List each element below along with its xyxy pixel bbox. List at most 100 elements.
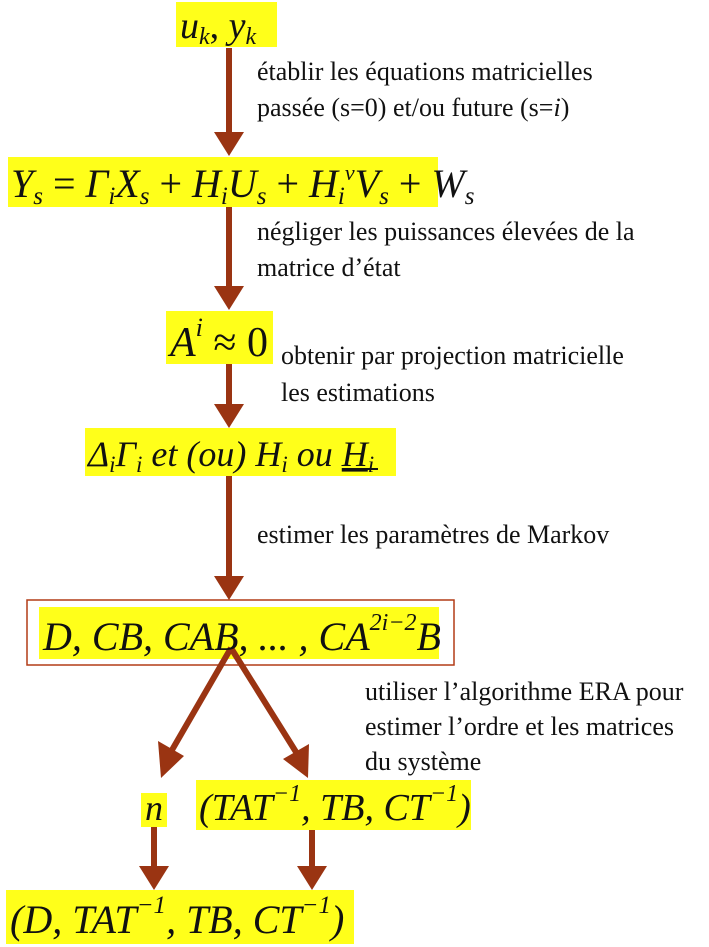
eq-Gamma: Γ: [85, 161, 111, 206]
highlight-node-7: [196, 780, 471, 830]
node7-p2: , TB, CT: [301, 787, 433, 829]
eq-plus-1: +: [149, 161, 192, 206]
eq-H1-sub: i: [221, 183, 228, 210]
eq-U-sub: s: [257, 183, 267, 210]
step-5-line-3: du système: [365, 747, 481, 776]
highlight-node-8: [6, 890, 354, 944]
step-3-line-2: les estimations: [281, 378, 435, 407]
arrow-2: [214, 207, 244, 310]
node3-A-sup: i: [196, 313, 203, 342]
node5-tail: B: [417, 614, 441, 659]
eq-X-sub: s: [140, 183, 150, 210]
arrow-7-head: [139, 866, 169, 890]
node-matrix-equation: Ys = ΓiXs + HiUs + HivVs + Ws: [11, 160, 474, 210]
node4-H-sub: i: [281, 452, 287, 477]
eq-V-sub: s: [379, 183, 389, 210]
node7-p3: ): [456, 787, 471, 829]
eq-H2: H: [308, 161, 340, 206]
eq-V: V: [355, 161, 384, 206]
eq-W: W: [431, 161, 468, 206]
eq-W-sub: s: [465, 183, 475, 210]
node8-p2: , TB, CT: [166, 897, 304, 942]
eq-H2-sup: v: [345, 160, 355, 185]
node8-p1: (D, TAT: [10, 897, 139, 942]
arrow-2-head: [214, 286, 244, 310]
step-1-line-2-b: ): [561, 93, 570, 122]
eq-X: X: [113, 161, 141, 206]
arrow-6-head: [283, 744, 309, 778]
eq-plus-3: +: [389, 161, 432, 206]
step-5-line-1: utiliser l’algorithme ERA pour: [365, 677, 684, 706]
arrows: [139, 48, 327, 890]
node3-approx: ≈ 0: [203, 320, 268, 366]
node7-p1: (TAT: [199, 787, 276, 829]
arrow-4-head: [214, 576, 244, 600]
arrow-3: [214, 364, 244, 428]
node3-A: A: [167, 320, 196, 366]
node-inputs-y: y: [225, 5, 246, 47]
node-inputs-u: u: [180, 5, 199, 47]
highlight-node-1: [176, 2, 277, 47]
arrow-5-shaft: [169, 646, 234, 752]
step-5-line-2: estimer l’ordre et les matrices: [365, 712, 674, 741]
node-order: n: [145, 788, 163, 828]
node4-et-ou: et (ou): [142, 434, 255, 474]
eq-Gamma-sub: i: [108, 183, 115, 210]
eq-Y-sub: s: [33, 183, 43, 210]
arrow-4: [214, 476, 244, 600]
node4-Delta-sub: i: [109, 452, 115, 477]
highlight-node-4: [85, 428, 396, 476]
node4-Gamma: Γ: [115, 434, 138, 474]
node-markov-parameters: D, CB, CAB, ... , CA2i−2B: [42, 610, 441, 659]
node8-p3: ): [329, 897, 344, 942]
node-inputs: uk, yk: [180, 5, 257, 50]
step-1-line-2: passée (s=0) et/ou future (s=i): [257, 93, 569, 122]
node5-exponent: 2i−2: [370, 610, 417, 636]
eq-equals: =: [43, 161, 86, 206]
node-final-model: (D, TAT−1, TB, CT−1): [10, 892, 344, 942]
step-2-line-1: négliger les puissances élevées de la: [257, 217, 635, 246]
node-estimates: ΔiΓi et (ou) Hi ou Hi: [86, 434, 374, 477]
node8-exp1: −1: [137, 892, 166, 919]
node4-H: H: [254, 434, 283, 474]
highlight-node-2: [8, 157, 438, 207]
step-2-line-2: matrice d’état: [257, 253, 401, 282]
arrow-3-head: [214, 404, 244, 428]
highlight-node-6: [141, 793, 167, 827]
node-inputs-sep: ,: [210, 5, 229, 47]
arrow-7: [139, 827, 169, 890]
node-inputs-u-sub: k: [199, 24, 210, 50]
arrow-8: [297, 830, 327, 890]
highlights: [6, 2, 471, 944]
eq-U: U: [228, 161, 260, 206]
arrow-1-head: [214, 132, 244, 156]
arrow-6-shaft: [228, 646, 299, 754]
arrow-8-head: [297, 866, 327, 890]
eq-H2-sub: i: [338, 183, 345, 210]
node4-Delta: Δ: [86, 434, 109, 474]
eq-plus-2: +: [266, 161, 309, 206]
node5-main: D, CB, CAB, ... , CA: [42, 614, 370, 659]
node-system-matrices: (TAT−1, TB, CT−1): [199, 781, 471, 829]
arrow-6: [228, 646, 309, 778]
node7-exp1: −1: [273, 781, 301, 807]
step-1-line-1: établir les équations matricielles: [257, 57, 593, 86]
eq-H1: H: [191, 161, 223, 206]
step-4-line-1: estimer les paramètres de Markov: [257, 520, 609, 549]
arrow-1: [214, 48, 244, 156]
highlight-node-3: [166, 311, 273, 364]
node8-exp2: −1: [302, 892, 331, 919]
node-inputs-y-sub: k: [246, 24, 257, 50]
arrow-5-head: [158, 741, 184, 778]
step-1-line-2-a: passée (s=0) et/ou future (s=: [257, 93, 553, 122]
step-3-line-1: obtenir par projection matricielle: [281, 341, 624, 370]
eq-Y: Y: [11, 161, 37, 206]
highlight-node-5: [39, 607, 439, 659]
arrow-5: [158, 646, 234, 778]
step-1-line-2-i: i: [553, 93, 560, 122]
node4-ou: ou: [288, 434, 342, 474]
node-state-matrix-power: Ai ≈ 0: [167, 313, 268, 366]
node4-Gamma-sub: i: [136, 452, 142, 477]
node4-H-underlined-sub: i: [368, 452, 374, 477]
